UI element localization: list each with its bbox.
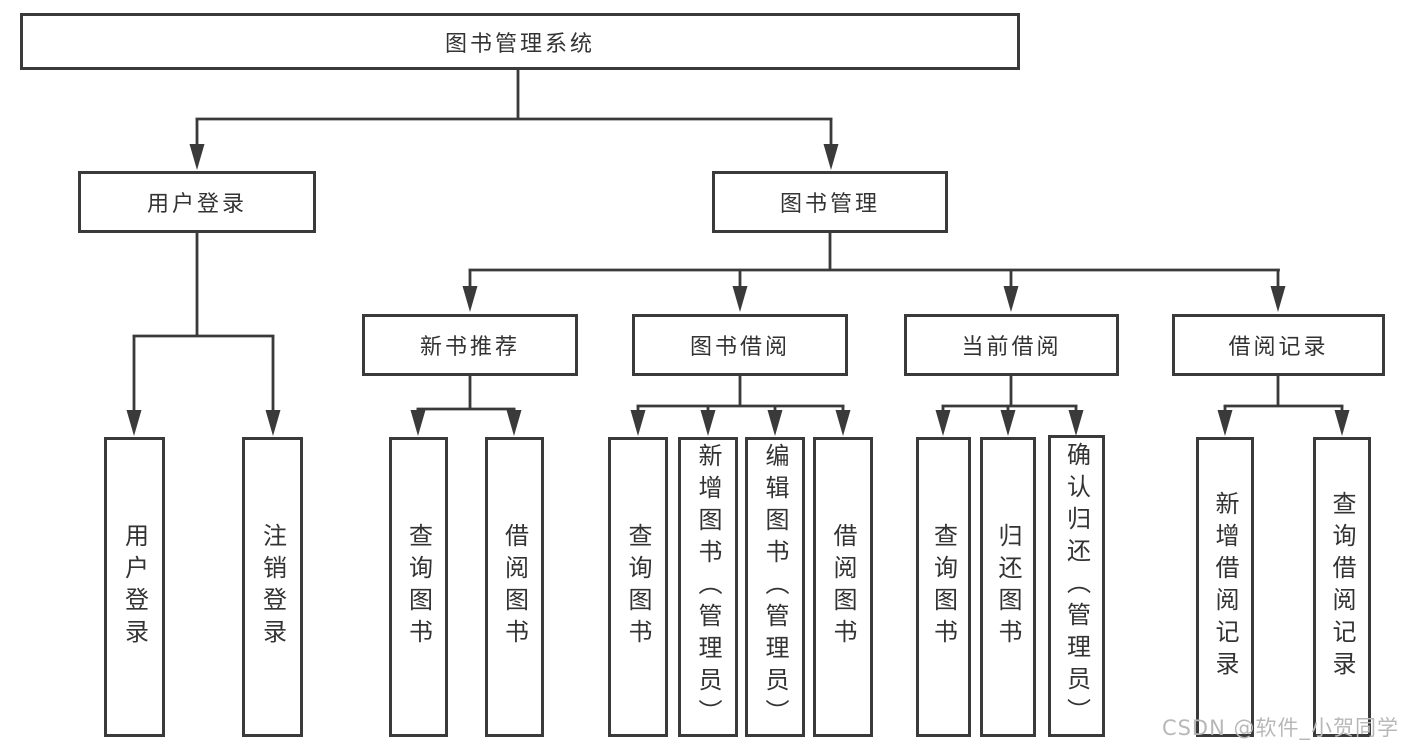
leaf-borrow-query: 查询图书	[608, 437, 668, 737]
node-user-login: 用户登录	[78, 171, 316, 233]
node-new-books: 新书推荐	[362, 314, 578, 376]
node-root-label: 图书管理系统	[444, 31, 595, 57]
connector-new-books-children	[410, 376, 522, 436]
node-book-mgmt-label: 图书管理	[779, 192, 880, 217]
leaf-logout-label: 注销登录	[258, 523, 287, 651]
leaf-current-query-label: 查询图书	[929, 523, 958, 651]
leaf-newbooks-query: 查询图书	[389, 437, 448, 737]
node-current-borrow-label: 当前借阅	[961, 335, 1062, 360]
leaf-borrow-query-label: 查询图书	[624, 523, 652, 651]
node-book-mgmt: 图书管理	[712, 171, 948, 233]
leaf-user-login: 用户登录	[104, 437, 165, 737]
leaf-borrow-edit-label: 编辑图书（管理员）	[761, 443, 789, 731]
leaf-borrow-borrow: 借阅图书	[813, 437, 873, 737]
leaf-borrow-edit: 编辑图书（管理员）	[745, 437, 805, 737]
leaf-borrow-add-label: 新增图书（管理员）	[694, 443, 722, 731]
connector-current-borrow-children	[935, 376, 1084, 436]
node-user-login-label: 用户登录	[146, 192, 247, 217]
node-root: 图书管理系统	[20, 13, 1020, 70]
node-borrow-records-label: 借阅记录	[1228, 335, 1329, 360]
leaf-newbooks-query-label: 查询图书	[404, 523, 433, 651]
node-borrow-records: 借阅记录	[1172, 314, 1385, 376]
node-book-borrow-label: 图书借阅	[689, 335, 790, 360]
node-book-borrow: 图书借阅	[632, 314, 848, 376]
node-new-books-label: 新书推荐	[419, 335, 520, 360]
leaf-current-confirm-label: 确认归还（管理员）	[1062, 442, 1091, 730]
leaf-newbooks-borrow-label: 借阅图书	[500, 523, 529, 651]
connector-book-borrow-children	[630, 376, 851, 436]
leaf-current-return: 归还图书	[980, 437, 1036, 737]
csdn-watermark: CSDN @软件_小贺同学	[1161, 716, 1399, 740]
connector-root-to-level2	[189, 69, 839, 170]
leaf-newbooks-borrow: 借阅图书	[485, 437, 544, 737]
leaf-current-query: 查询图书	[916, 437, 971, 737]
node-current-borrow: 当前借阅	[904, 314, 1119, 376]
leaf-borrow-borrow-label: 借阅图书	[829, 523, 857, 651]
leaf-records-add-label: 新增借阅记录	[1211, 491, 1239, 683]
leaf-current-confirm: 确认归还（管理员）	[1048, 435, 1105, 737]
leaf-borrow-add: 新增图书（管理员）	[678, 437, 738, 737]
leaf-current-return-label: 归还图书	[994, 523, 1022, 651]
connector-book-mgmt-children	[462, 233, 1286, 312]
leaf-records-query-label: 查询借阅记录	[1328, 491, 1356, 683]
leaf-records-add: 新增借阅记录	[1196, 437, 1254, 737]
connector-user-login-children	[126, 233, 281, 436]
leaf-logout: 注销登录	[242, 437, 303, 737]
leaf-records-query: 查询借阅记录	[1313, 437, 1371, 737]
leaf-user-login-label: 用户登录	[120, 523, 149, 651]
connector-borrow-records-children	[1217, 376, 1350, 436]
